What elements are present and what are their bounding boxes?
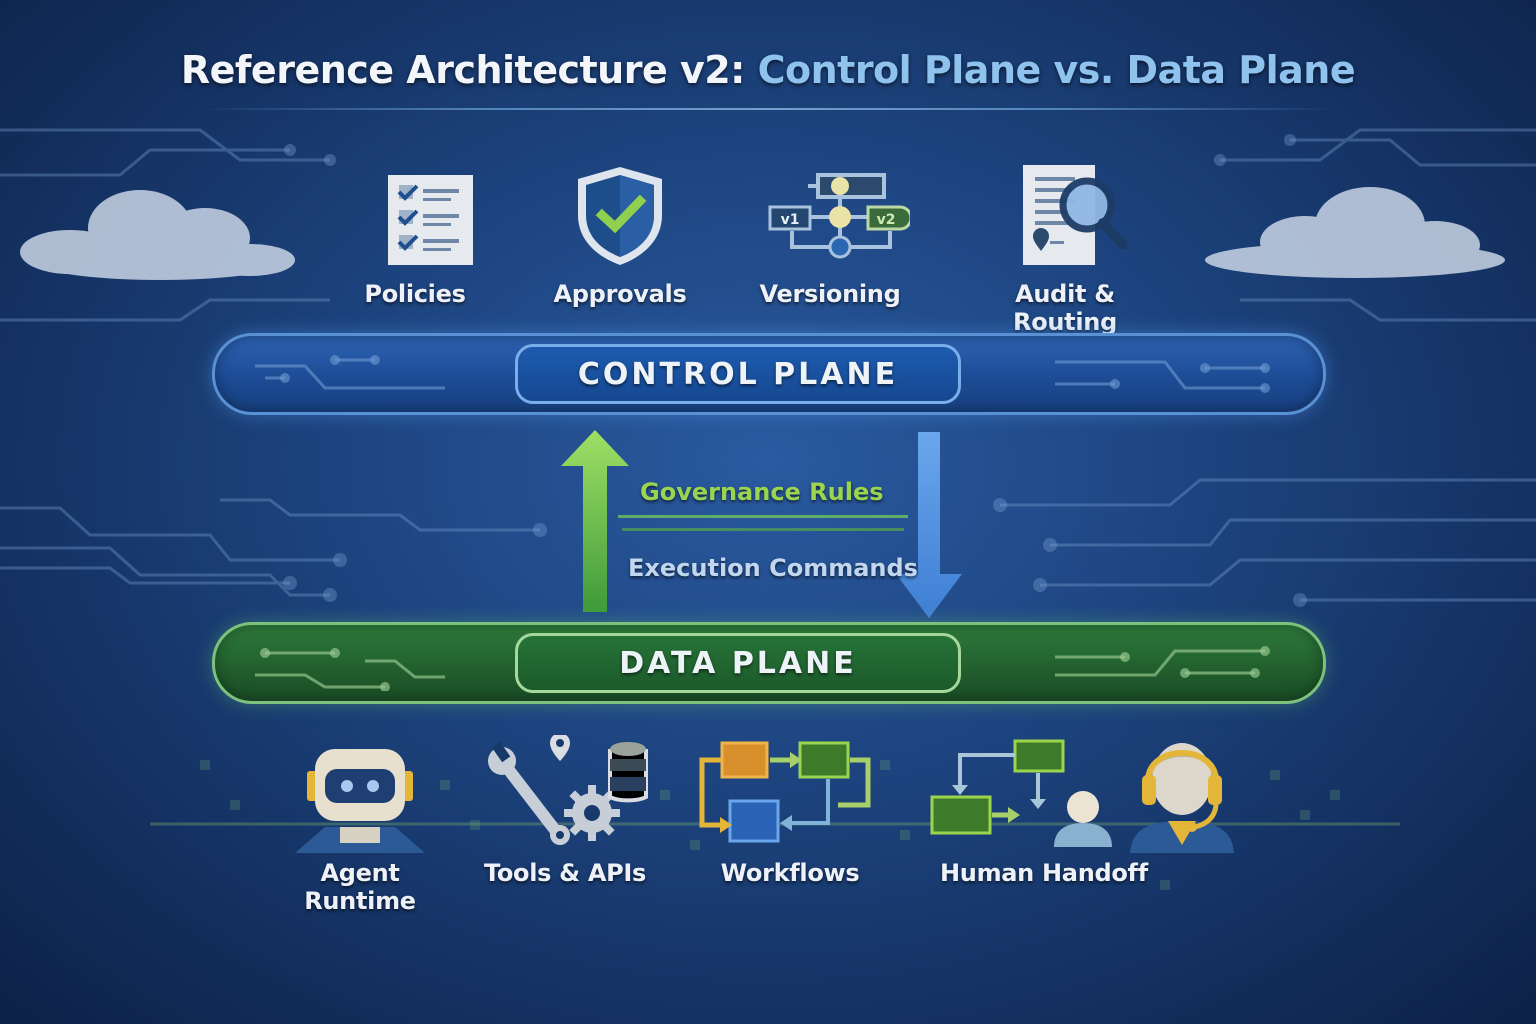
cloud-right-icon xyxy=(1205,187,1505,278)
title-divider xyxy=(200,108,1340,110)
human-handoff-icon xyxy=(930,739,1234,853)
data-item-workflows: Workflows xyxy=(690,735,890,887)
version-badge-v1: v1 xyxy=(781,212,800,228)
data-item-label: Human Handoff xyxy=(940,859,1148,887)
robot-icon xyxy=(295,749,425,853)
title-highlight: Control Plane vs. Data Plane xyxy=(757,48,1356,92)
circuit-decoration-icon xyxy=(1055,360,1270,393)
execution-commands-label: Execution Commands xyxy=(628,554,918,582)
data-item-label: Agent Runtime xyxy=(304,859,416,915)
document-magnifier-icon xyxy=(1023,164,1128,265)
control-item-versioning: v1 v2 Versioning xyxy=(730,160,930,308)
title-prefix: Reference Architecture v2: xyxy=(180,48,746,92)
arrow-up-icon xyxy=(561,430,629,612)
control-plane-band: CONTROL PLANE xyxy=(212,333,1326,415)
circuit-decoration-icon xyxy=(255,648,445,691)
circuit-decoration-icon xyxy=(255,355,445,390)
cloud-left-icon xyxy=(20,190,295,280)
version-badge-v2: v2 xyxy=(877,212,896,228)
control-item-approvals: Approvals xyxy=(520,160,720,308)
control-item-label: Audit & Routing xyxy=(1013,280,1117,336)
data-item-label: Tools & APIs xyxy=(483,859,647,887)
control-plane-label: CONTROL PLANE xyxy=(515,344,961,404)
control-item-label: Approvals xyxy=(553,280,687,308)
data-item-tools-apis: Tools & APIs xyxy=(470,733,660,887)
control-item-audit-routing: Audit & Routing xyxy=(965,160,1165,336)
control-item-label: Policies xyxy=(364,280,466,308)
data-item-agent-runtime: Agent Runtime xyxy=(265,735,455,915)
circuit-decoration-icon xyxy=(1055,646,1270,678)
flow-divider xyxy=(618,515,908,518)
data-plane-band: DATA PLANE xyxy=(212,622,1326,704)
workflow-icon xyxy=(699,741,871,843)
tools-database-icon xyxy=(488,733,648,845)
diagram-title: Reference Architecture v2: Control Plane… xyxy=(0,48,1536,92)
checklist-document-icon xyxy=(388,175,473,265)
arrow-down-icon xyxy=(896,432,962,618)
version-graph-icon: v1 v2 xyxy=(768,173,910,259)
control-item-label: Versioning xyxy=(759,280,901,308)
flow-divider xyxy=(622,528,904,531)
data-item-human-handoff: Human Handoff xyxy=(920,735,1260,887)
data-plane-label: DATA PLANE xyxy=(515,633,961,693)
governance-rules-label: Governance Rules xyxy=(640,478,884,506)
data-item-label: Workflows xyxy=(720,859,860,887)
shield-check-icon xyxy=(578,166,662,265)
control-item-policies: Policies xyxy=(315,160,515,308)
